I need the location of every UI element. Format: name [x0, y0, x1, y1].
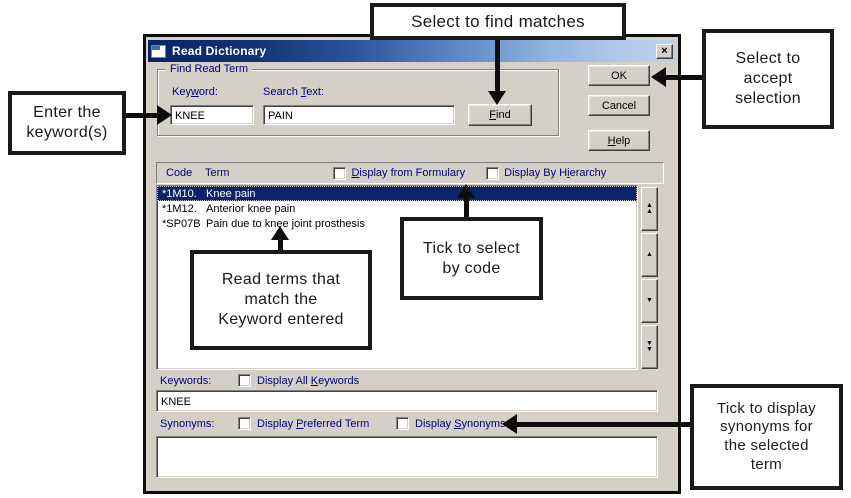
display-all-keywords-checkbox[interactable] [238, 374, 251, 387]
search-text-label: Search Text: [263, 86, 324, 98]
display-all-keywords-label[interactable]: Display All Keywords [257, 375, 360, 387]
term-column-header: Term [205, 167, 230, 179]
list-item-code: *1M12. [162, 202, 197, 215]
list-item[interactable]: *1M12. Anterior knee pain [157, 201, 637, 216]
keyword-arrow-head-icon [157, 105, 172, 125]
synonyms-arrow-head-icon [502, 414, 517, 434]
list-item-code: *1M10. [162, 187, 197, 200]
scroll-to-top-icon[interactable]: ▲ ▲ [641, 187, 658, 231]
synonyms-label: Synonyms: [160, 418, 215, 430]
display-synonyms-label[interactable]: Display Synonyms [415, 418, 506, 430]
tick-code-arrow-head-icon [457, 184, 475, 198]
group-legend: Find Read Term [166, 63, 253, 75]
results-header-panel: Code Term Display from Formulary Display… [156, 162, 664, 184]
keyword-arrow-line [124, 113, 159, 118]
window-title: Read Dictionary [172, 44, 267, 58]
list-item[interactable]: *1M10. Knee pain [157, 186, 637, 201]
keywords-value-field[interactable] [156, 390, 658, 412]
list-item-term: Knee pain [206, 187, 256, 200]
list-item[interactable]: *SP07B Pain due to knee joint prosthesis [157, 216, 637, 231]
display-by-hierarchy-checkbox[interactable] [486, 166, 500, 180]
callout-select-to-accept-selection: Select to accept selection [702, 29, 834, 129]
scroll-to-bottom-icon[interactable]: ▼ ▼ [641, 325, 658, 369]
synonyms-arrow-line [516, 422, 691, 427]
display-preferred-term-checkbox[interactable] [238, 417, 251, 430]
synonyms-value-area[interactable] [156, 436, 658, 478]
keyword-input[interactable] [170, 105, 254, 125]
ok-arrow-line [665, 75, 703, 80]
app-window-icon [151, 44, 166, 58]
find-read-term-group: Find Read Term [157, 63, 559, 136]
display-from-formulary-label[interactable]: Display from Formulary [351, 167, 466, 179]
ok-button[interactable]: OK [588, 65, 650, 86]
read-terms-arrow-head-icon [271, 226, 289, 240]
scroll-down-icon[interactable]: ▼ [641, 279, 658, 323]
cancel-button[interactable]: Cancel [588, 95, 650, 116]
display-preferred-term-label[interactable]: Display Preferred Term [257, 418, 370, 430]
code-column-header: Code [166, 167, 193, 179]
close-icon[interactable]: × [656, 43, 673, 59]
display-from-formulary-checkbox[interactable] [333, 166, 347, 180]
callout-enter-the-keywords: Enter the keyword(s) [8, 91, 126, 155]
list-item-term: Pain due to knee joint prosthesis [206, 217, 365, 230]
read-dictionary-dialog: Read Dictionary × Find Read Term Keyword… [143, 34, 681, 494]
list-item-code: *SP07B [162, 217, 201, 230]
find-arrow-head-icon [488, 91, 506, 105]
list-item-term: Anterior knee pain [206, 202, 296, 215]
title-bar[interactable]: Read Dictionary × [148, 40, 676, 62]
read-terms-arrow-line [278, 239, 283, 251]
search-text-input[interactable] [263, 105, 455, 125]
display-synonyms-checkbox[interactable] [396, 417, 409, 430]
display-by-hierarchy-label[interactable]: Display By Hierarchy [504, 167, 607, 179]
callout-read-terms-match-keyword: Read terms that match the Keyword entere… [190, 250, 372, 350]
keyword-label: Keyword: [172, 86, 218, 98]
ok-arrow-head-icon [651, 67, 666, 87]
scroll-up-icon[interactable]: ▲ [641, 233, 658, 277]
callout-tick-to-display-synonyms: Tick to display synonyms for the selecte… [690, 384, 843, 490]
tick-code-arrow-line [464, 197, 469, 218]
callout-select-to-find-matches: Select to find matches [370, 3, 626, 40]
keywords-label: Keywords: [160, 375, 212, 387]
find-arrow-line [495, 38, 500, 91]
callout-tick-to-select-by-code: Tick to select by code [400, 217, 543, 300]
